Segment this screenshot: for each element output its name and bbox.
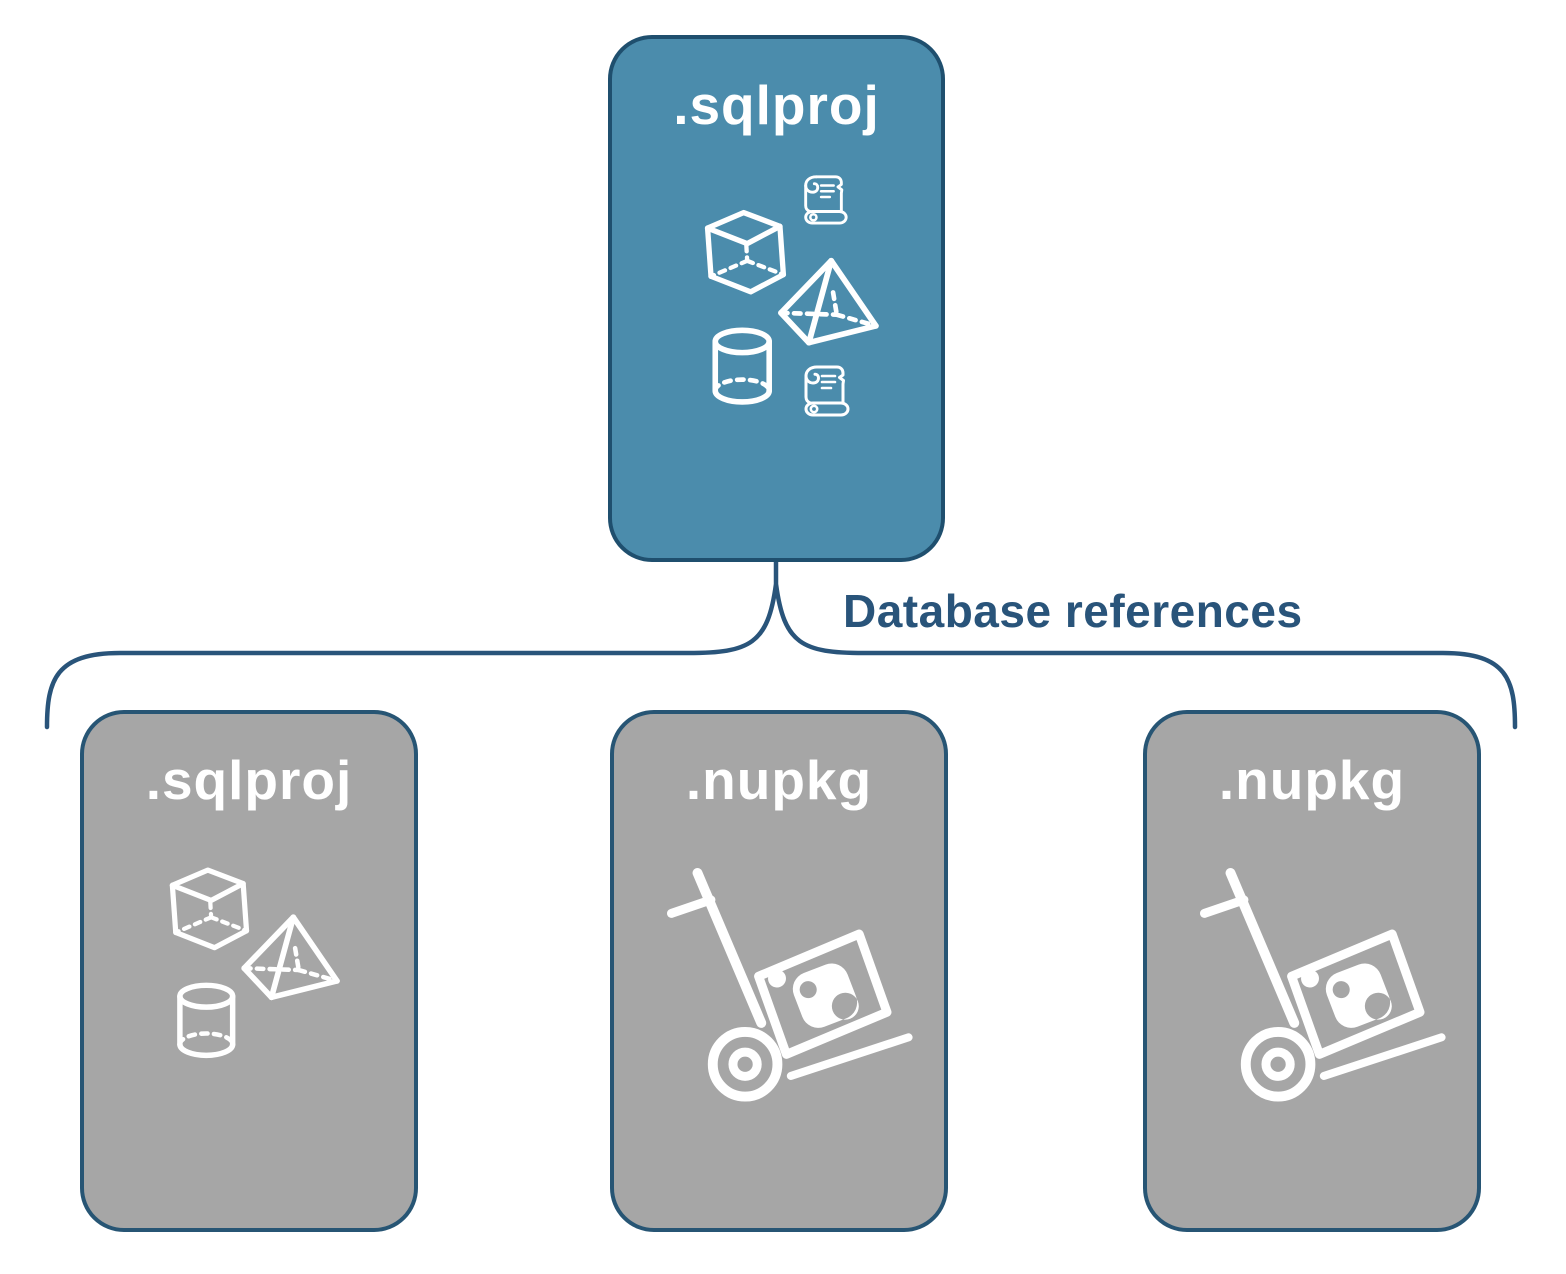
dolly-base-plate [786,1033,913,1080]
nuget-logo [1301,963,1392,1028]
cube-icon [169,867,250,951]
dolly-handle-grip [1199,895,1249,918]
nuget-logo [768,963,859,1028]
child-nupkg-card: .nupkg [1143,710,1481,1232]
dolly-handle-grip [666,895,716,918]
dolly-wheel [1240,1027,1316,1102]
dolly-handle [1225,868,1300,1028]
dolly-wheel-hub [728,1047,762,1081]
child-card-title: .nupkg [1218,749,1406,811]
geometry-shapes-icon [704,209,879,405]
dolly-base-plate [1319,1033,1446,1080]
package-box [754,929,892,1059]
cylinder-icon [177,982,236,1059]
child-sqlproj-card: .sqlproj [80,710,418,1232]
dolly-wheel-hub [1261,1047,1295,1081]
child-card-title: .sqlproj [145,749,353,811]
scroll-icon [804,365,850,417]
handtruck-package-icon [1199,868,1446,1102]
cylinder-icon [712,327,772,405]
cube-icon [704,209,787,295]
child-nupkg-card: .nupkg [610,710,948,1232]
geometry-shapes-icon [169,867,340,1059]
pyramid-icon [778,257,879,346]
child-card-title: .nupkg [685,749,873,811]
pyramid-icon [241,914,340,1001]
package-box [1287,929,1425,1059]
dolly-handle [692,868,767,1028]
parent-card-title: .sqlproj [673,74,880,136]
scroll-icon [804,175,848,225]
dolly-wheel [707,1027,783,1102]
handtruck-package-icon [666,868,913,1102]
parent-sqlproj-card: .sqlproj [608,35,945,562]
connector-label: Database references [843,585,1303,637]
